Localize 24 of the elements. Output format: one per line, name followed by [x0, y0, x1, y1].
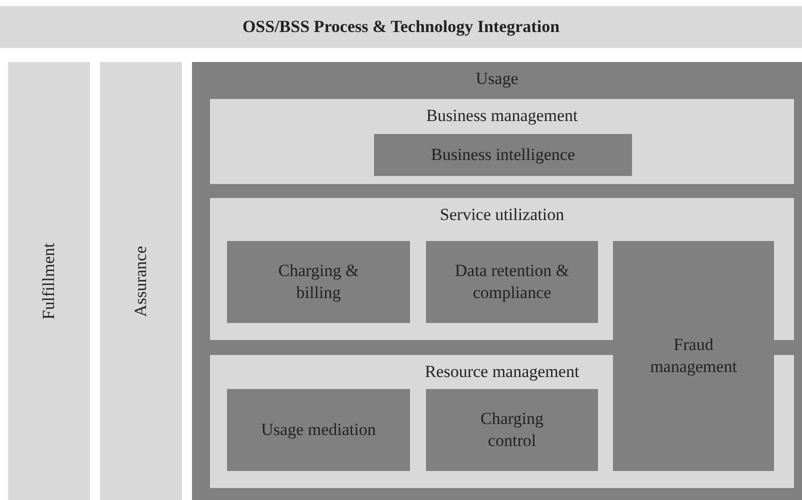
box-label: Assurance	[130, 246, 151, 316]
box-label: Service utilization	[440, 204, 564, 226]
box-label: Fraud management	[649, 334, 738, 378]
box-label: Business management	[426, 105, 578, 127]
header-band	[0, 6, 802, 48]
box-label: Usage mediation	[261, 419, 376, 441]
box-label: Fulfillment	[38, 242, 59, 320]
group-panel	[210, 99, 794, 184]
box-label: Charging control	[480, 408, 544, 452]
side-panel	[100, 62, 182, 500]
process-box	[613, 241, 774, 471]
box-label: Data retention & compliance	[454, 260, 570, 304]
process-box	[426, 241, 598, 323]
box-label: Charging & billing	[277, 260, 360, 304]
heading: OSS/BSS Process & Technology Integration	[242, 16, 560, 38]
process-box	[426, 389, 598, 471]
process-box	[227, 389, 410, 471]
side-panel	[8, 62, 90, 500]
box-label: Resource management	[424, 361, 580, 383]
box-label: Usage	[476, 68, 518, 90]
box-label: Business intelligence	[430, 144, 575, 166]
group-panel	[192, 62, 802, 500]
process-box	[374, 134, 632, 176]
process-box	[227, 241, 410, 323]
